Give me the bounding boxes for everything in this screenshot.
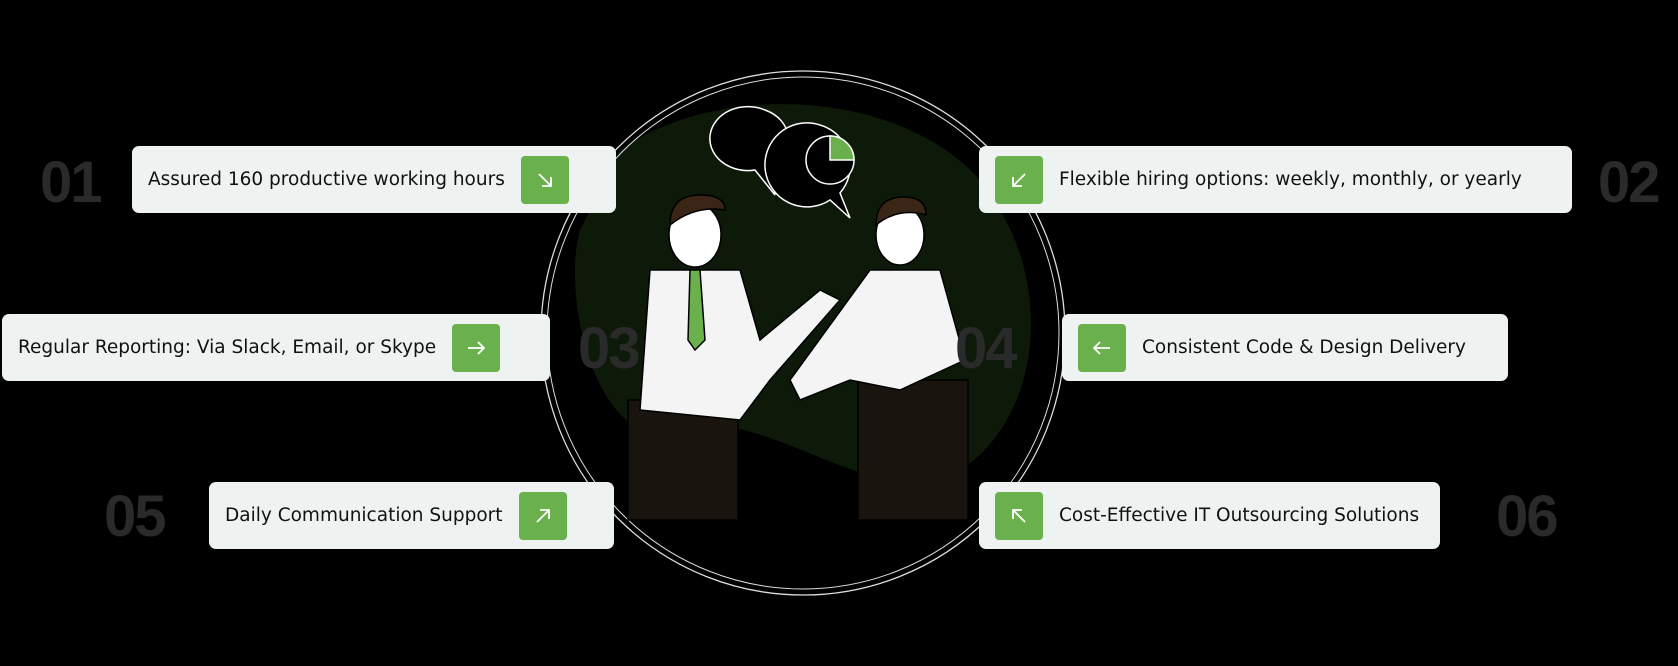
arrow-up-left-icon	[995, 491, 1043, 540]
feature-card-cost-effective: Cost-Effective IT Outsourcing Solutions	[979, 482, 1440, 549]
feature-label: Cost-Effective IT Outsourcing Solutions	[1059, 505, 1420, 526]
chat-bubble-icon	[709, 105, 855, 219]
feature-card-flexible-hiring: Flexible hiring options: weekly, monthly…	[979, 146, 1572, 213]
feature-label: Flexible hiring options: weekly, monthly…	[1059, 169, 1522, 190]
feature-label: Daily Communication Support	[225, 505, 503, 526]
item-number: 03	[578, 316, 640, 381]
feature-label: Consistent Code & Design Delivery	[1142, 337, 1466, 358]
arrow-down-left-icon	[995, 155, 1043, 204]
feature-label: Assured 160 productive working hours	[148, 169, 505, 190]
feature-card-regular-reporting: Regular Reporting: Via Slack, Email, or …	[2, 314, 550, 381]
item-number: 06	[1496, 484, 1558, 549]
item-number: 02	[1598, 150, 1660, 215]
feature-card-working-hours: Assured 160 productive working hours	[132, 146, 616, 213]
item-number: 04	[955, 316, 1017, 381]
person-right	[789, 196, 969, 521]
item-number: 05	[104, 484, 166, 549]
arrow-right-icon	[452, 323, 501, 372]
person-left	[627, 194, 842, 521]
feature-card-consistent-delivery: Consistent Code & Design Delivery	[1062, 314, 1508, 381]
feature-card-daily-communication: Daily Communication Support	[209, 482, 614, 549]
feature-label: Regular Reporting: Via Slack, Email, or …	[18, 337, 437, 358]
item-number: 01	[40, 150, 102, 215]
arrow-down-right-icon	[520, 155, 569, 204]
arrow-up-right-icon	[518, 491, 567, 540]
arrow-left-icon	[1078, 323, 1126, 372]
